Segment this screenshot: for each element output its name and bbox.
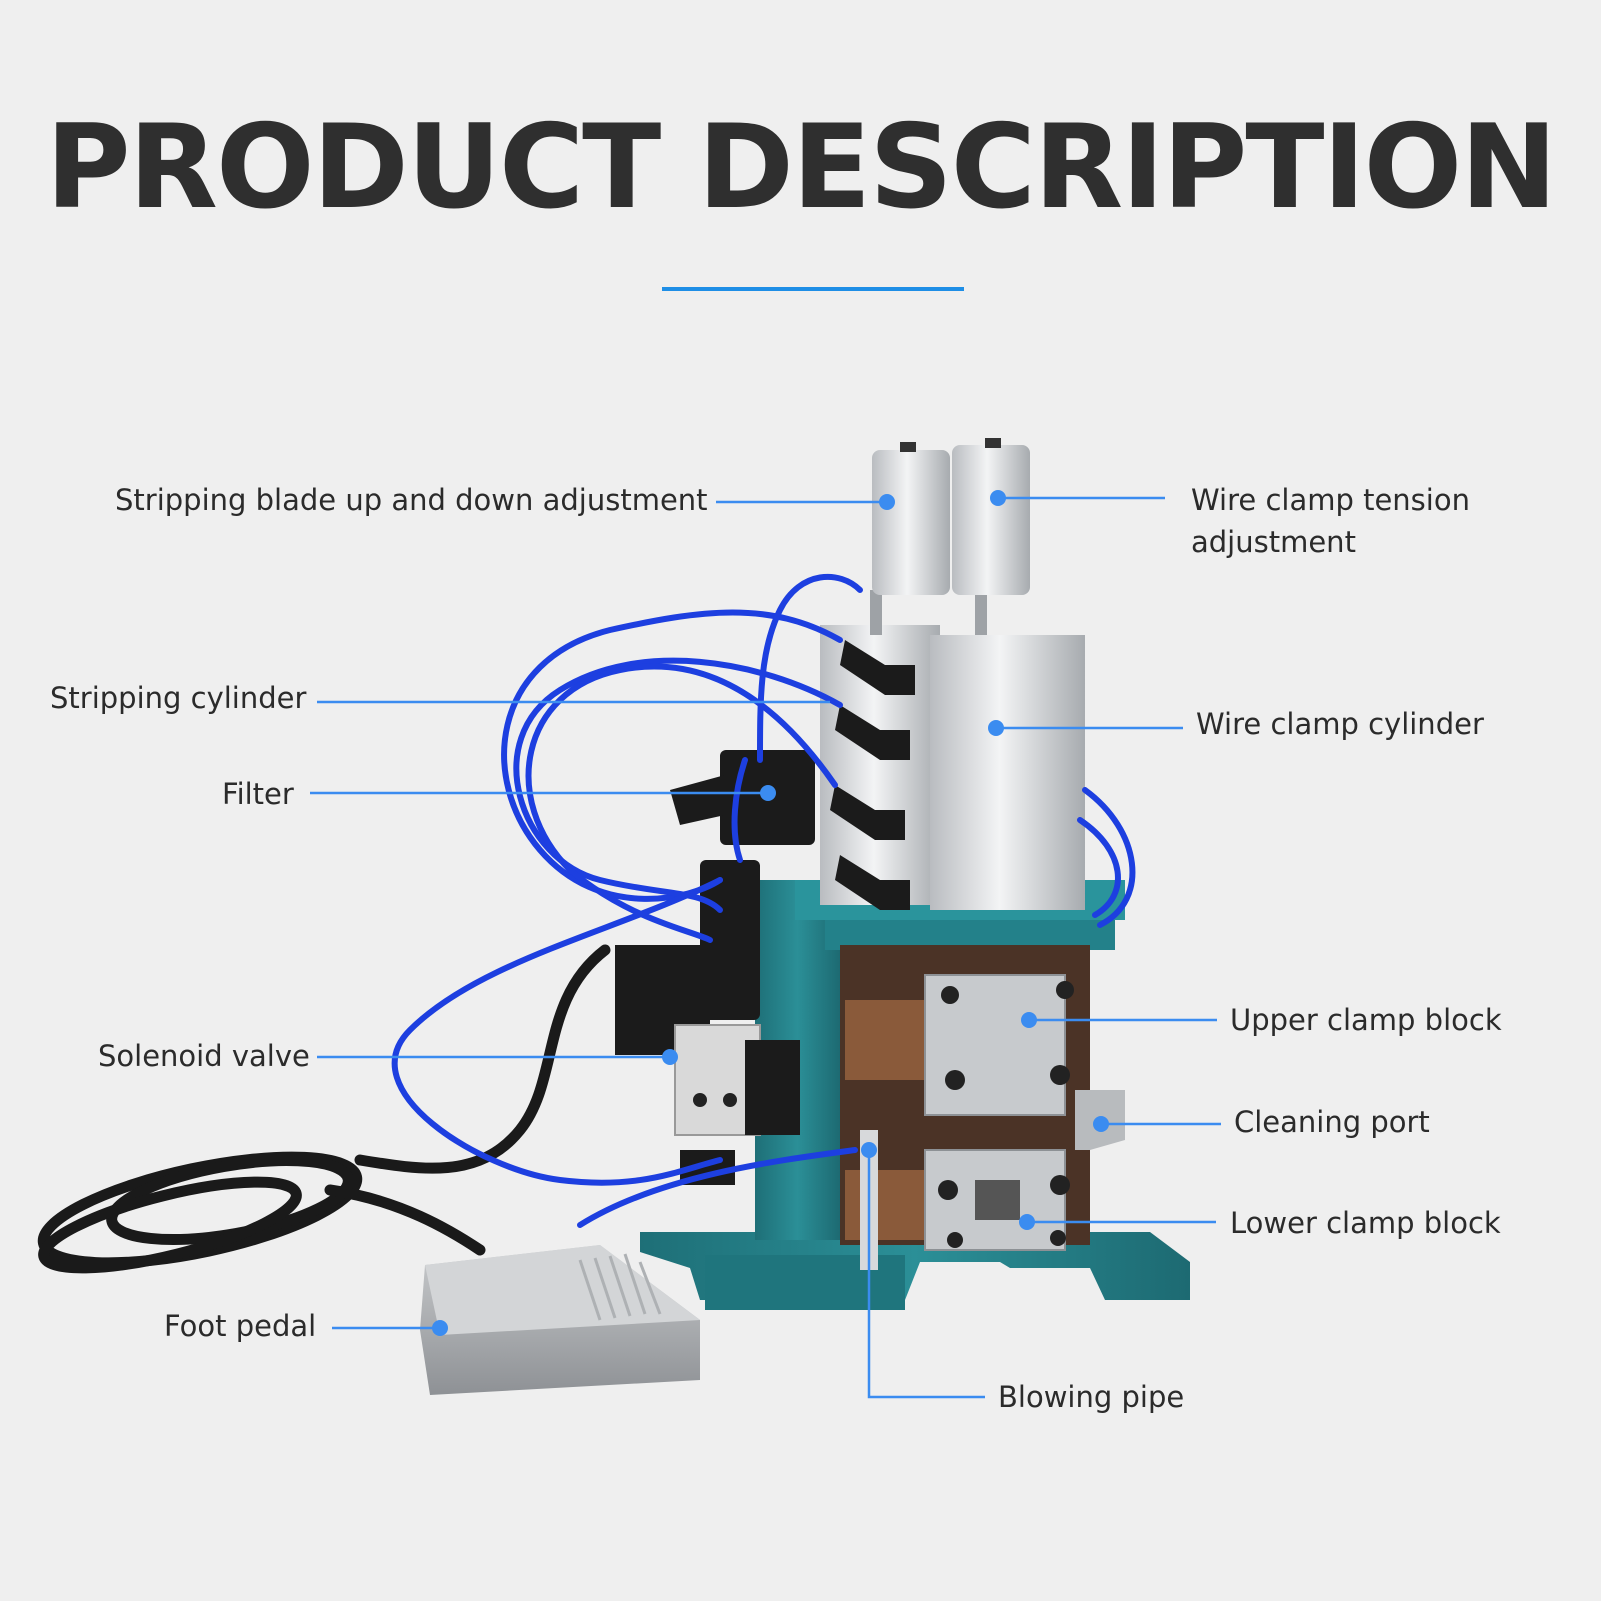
- air-tubes: [391, 574, 1136, 1228]
- label-solenoid-valve: Solenoid valve: [98, 1039, 310, 1073]
- callout-dots: [432, 490, 1109, 1336]
- label-lower-clamp-block: Lower clamp block: [1230, 1206, 1501, 1240]
- label-stripping-cylinder: Stripping cylinder: [50, 681, 307, 715]
- label-blowing-pipe: Blowing pipe: [998, 1380, 1185, 1414]
- label-foot-pedal: Foot pedal: [164, 1309, 317, 1343]
- callout-lines: [310, 496, 1221, 1399]
- foot-pedal-body: [420, 1245, 700, 1395]
- clamp-assembly: [840, 945, 1125, 1270]
- title-underline: [662, 287, 964, 291]
- power-cord: [37, 944, 611, 1274]
- page-title: PRODUCT DESCRIPTION: [45, 100, 1558, 235]
- elbow-fittings: [830, 640, 915, 910]
- label-upper-clamp-block: Upper clamp block: [1230, 1003, 1502, 1037]
- label-wire-clamp-cylinder: Wire clamp cylinder: [1196, 707, 1484, 741]
- label-cleaning-port: Cleaning port: [1234, 1105, 1430, 1139]
- manifold: [615, 860, 760, 1055]
- leader-blowing-pipe: [867, 1150, 985, 1399]
- label-wire-clamp-tension: Wire clamp tension adjustment: [1191, 483, 1470, 559]
- solenoid-valve-body: [674, 1024, 800, 1185]
- label-stripping-blade-adjustment: Stripping blade up and down adjustment: [115, 483, 708, 517]
- label-filter: Filter: [222, 777, 294, 811]
